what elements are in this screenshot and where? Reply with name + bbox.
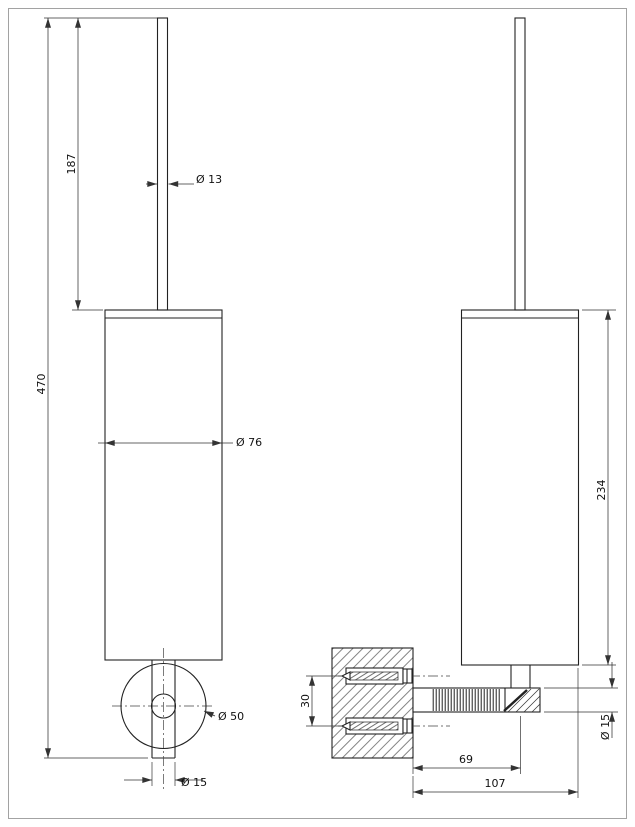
wall-section bbox=[331, 647, 414, 759]
dim-label-stem-diameter: Ø 15 bbox=[181, 776, 207, 789]
arm-knurl bbox=[432, 689, 500, 711]
dim-stem-diameter: Ø 15 bbox=[124, 762, 207, 789]
dim-label-wall-to-edge: 107 bbox=[485, 777, 506, 790]
dim-label-rosette-diameter: Ø 50 bbox=[218, 710, 244, 723]
dim-label-body-diameter: Ø 76 bbox=[236, 436, 262, 449]
front-body bbox=[104, 309, 223, 661]
arm-end-circle bbox=[150, 693, 177, 719]
dim-body-diameter: Ø 76 bbox=[98, 436, 262, 449]
bracket-section-mark bbox=[503, 689, 528, 712]
dim-wall-to-edge: 107 bbox=[412, 668, 579, 798]
dim-label-arm-diameter: Ø 15 bbox=[599, 714, 612, 740]
dim-label-handle-length: 187 bbox=[65, 154, 78, 175]
drawing-border bbox=[8, 8, 627, 819]
dim-label-screw-spacing: 30 bbox=[299, 694, 312, 708]
mount-arm bbox=[412, 687, 541, 713]
screw-thread bbox=[349, 721, 399, 731]
dim-wall-to-axis: 69 bbox=[412, 716, 521, 774]
dim-label-body-height: 234 bbox=[595, 480, 608, 501]
front-handle-rod bbox=[156, 17, 169, 311]
dim-handle-diameter: Ø 13 bbox=[146, 173, 222, 187]
dim-arm-diameter: Ø 15 bbox=[544, 662, 618, 740]
dim-screw-spacing: 30 bbox=[299, 675, 342, 727]
dim-label-overall-height: 470 bbox=[35, 374, 48, 395]
dim-overall-height: 470 bbox=[35, 17, 157, 759]
mount-bracket bbox=[503, 688, 541, 713]
dim-label-wall-to-axis: 69 bbox=[459, 753, 473, 766]
dim-body-height: 234 bbox=[582, 309, 616, 666]
screw-anchor-top bbox=[338, 667, 450, 685]
side-view: 30 234 Ø 15 69 107 bbox=[299, 17, 618, 798]
screw-thread bbox=[349, 671, 399, 681]
dim-rosette-diameter: Ø 50 bbox=[203, 710, 244, 723]
dim-label-handle-diameter: Ø 13 bbox=[196, 173, 222, 186]
side-body bbox=[460, 309, 580, 666]
side-stem bbox=[510, 665, 531, 688]
dim-handle-length: 187 bbox=[65, 18, 103, 311]
front-view: 470 187 Ø 13 Ø 76 Ø 50 bbox=[35, 17, 262, 790]
screw-anchor-bottom bbox=[338, 717, 450, 735]
rosette-circle bbox=[120, 662, 207, 750]
screw-tip bbox=[340, 671, 351, 681]
screw-tip bbox=[340, 721, 351, 731]
side-handle-rod bbox=[514, 17, 526, 311]
